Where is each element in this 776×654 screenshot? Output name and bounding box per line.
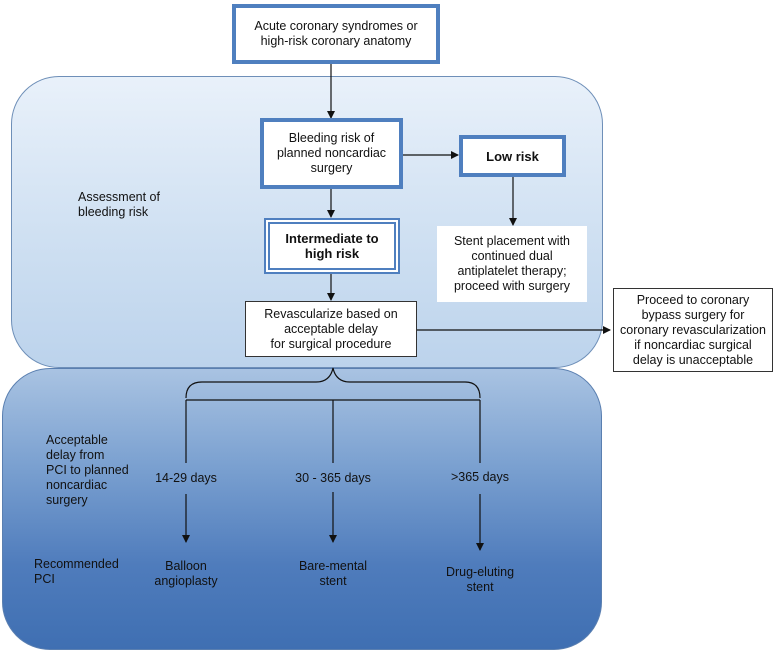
revascularize-node: Revascularize based on acceptable delay … <box>245 301 417 357</box>
delay-label: Acceptable delay from PCI to planned non… <box>46 433 129 507</box>
intermediate-risk-node: Intermediate to high risk <box>264 218 400 274</box>
bypass-surgery-node: Proceed to coronary bypass surgery for c… <box>613 288 773 372</box>
assessment-label: Assessment of bleeding risk <box>78 190 160 219</box>
acute-coronary-node: Acute coronary syndromes or high-risk co… <box>232 4 440 64</box>
stent-placement-node: Stent placement with continued dual anti… <box>437 226 587 302</box>
recommended-label: Recommended PCI <box>34 557 119 586</box>
bleeding-risk-node: Bleeding risk of planned noncardiac surg… <box>260 118 403 189</box>
pci-bare-metal: Bare-mental stent <box>298 559 368 588</box>
pci-balloon: Balloon angioplasty <box>154 559 218 588</box>
pci-delay-panel <box>2 368 602 650</box>
delay-over-365: >365 days <box>450 470 510 484</box>
delay-30-365: 30 - 365 days <box>295 471 371 485</box>
low-risk-node: Low risk <box>459 135 566 177</box>
pci-drug-eluting: Drug-eluting stent <box>445 565 515 594</box>
delay-14-29: 14-29 days <box>155 471 217 485</box>
